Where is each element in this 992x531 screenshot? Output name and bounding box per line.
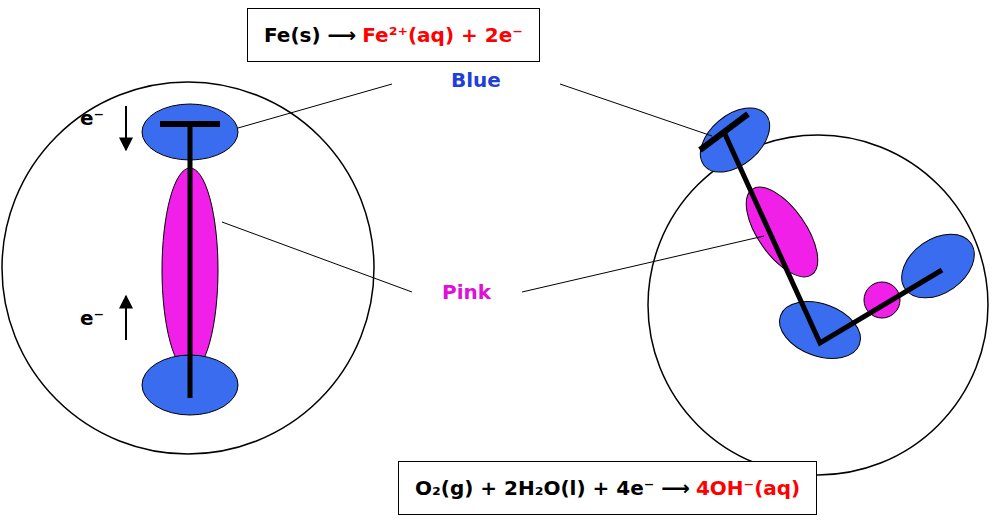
blue-region bbox=[890, 221, 987, 311]
electron-arrow bbox=[125, 296, 127, 340]
petri-dish bbox=[648, 135, 988, 475]
equation-text: Fe(s) ⟶ bbox=[264, 23, 356, 47]
nail-head bbox=[160, 121, 220, 127]
equation-text: Fe²⁺(aq) + 2e⁻ bbox=[362, 23, 523, 47]
nail-head bbox=[700, 114, 748, 150]
equation-box: Fe(s) ⟶Fe²⁺(aq) + 2e⁻ bbox=[247, 8, 540, 62]
leader-line bbox=[238, 84, 392, 128]
leader-line bbox=[222, 222, 412, 292]
blue-region bbox=[688, 95, 781, 185]
equation-box: O₂(g) + 2H₂O(l) + 4e⁻ ⟶4OH⁻(aq) bbox=[398, 461, 817, 515]
blue-region bbox=[772, 291, 869, 369]
colour-label: Blue bbox=[451, 68, 501, 92]
electron-label: e⁻ bbox=[80, 106, 104, 130]
equation-text: O₂(g) + 2H₂O(l) + 4e⁻ ⟶ bbox=[415, 476, 690, 500]
electron-label: e⁻ bbox=[80, 306, 104, 330]
nail-shaft bbox=[188, 124, 193, 398]
equation-text: 4OH⁻(aq) bbox=[696, 476, 800, 500]
colour-label: Pink bbox=[442, 280, 491, 304]
leader-line bbox=[560, 84, 712, 136]
petri-dish bbox=[2, 82, 374, 454]
leader-line bbox=[522, 236, 764, 292]
pink-region bbox=[733, 176, 832, 289]
electron-arrow bbox=[125, 106, 127, 150]
